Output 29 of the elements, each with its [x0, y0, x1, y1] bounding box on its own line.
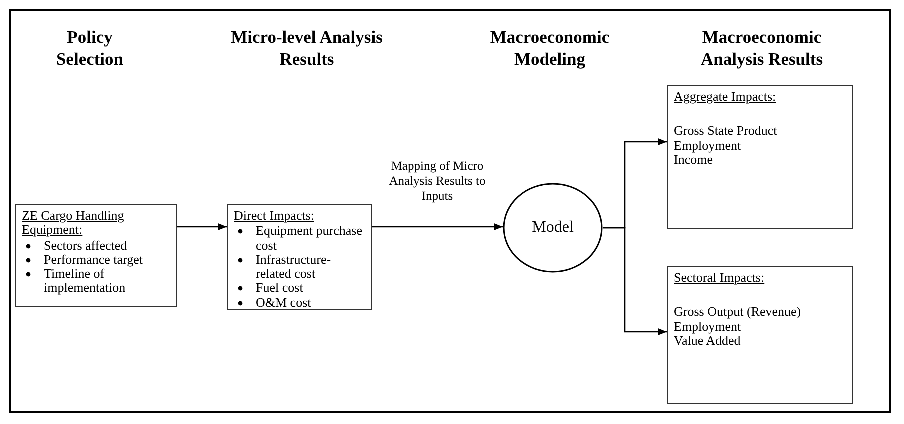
bullet-item: Fuel cost: [234, 281, 365, 296]
bullet-item: Timeline of implementation: [22, 267, 170, 296]
arrow: [372, 223, 503, 231]
bullet-item: Infrastructure-related cost: [234, 252, 365, 282]
box-heading: ZE Cargo Handling Equipment:: [22, 209, 126, 238]
text-box: [227, 204, 372, 310]
column-heading: Policy Selection: [55, 26, 125, 70]
bullet-item: Performance target: [22, 252, 170, 268]
impact-item: Value Added: [674, 334, 742, 348]
impact-item: Gross State Product: [674, 124, 778, 139]
text-box: [667, 85, 853, 229]
text-box: [15, 204, 177, 307]
box-heading: Direct Impacts:: [234, 209, 316, 224]
impact-item: Income: [674, 152, 713, 168]
bullet-item: Sectors affected: [22, 238, 170, 253]
node-text: Model: [532, 219, 574, 237]
box-heading: Sectoral Impacts:: [674, 271, 766, 286]
impact-item: Gross Output (Revenue): [674, 305, 802, 320]
impact-item: Employment: [674, 320, 742, 334]
column-heading: Macroeconomic Analysis Results: [700, 26, 824, 70]
text-box: [667, 266, 853, 404]
impact-item: Employment: [674, 138, 742, 153]
column-heading: Macroeconomic Modeling: [489, 26, 611, 70]
column-heading: Micro-level Analysis Results: [230, 26, 384, 70]
arrow: [177, 223, 227, 231]
bullet-item: Equipment purchase cost: [234, 224, 365, 253]
box-heading: Aggregate Impacts:: [674, 90, 778, 104]
bullet-item: O&M cost: [234, 296, 365, 310]
arrow: [603, 227, 667, 336]
